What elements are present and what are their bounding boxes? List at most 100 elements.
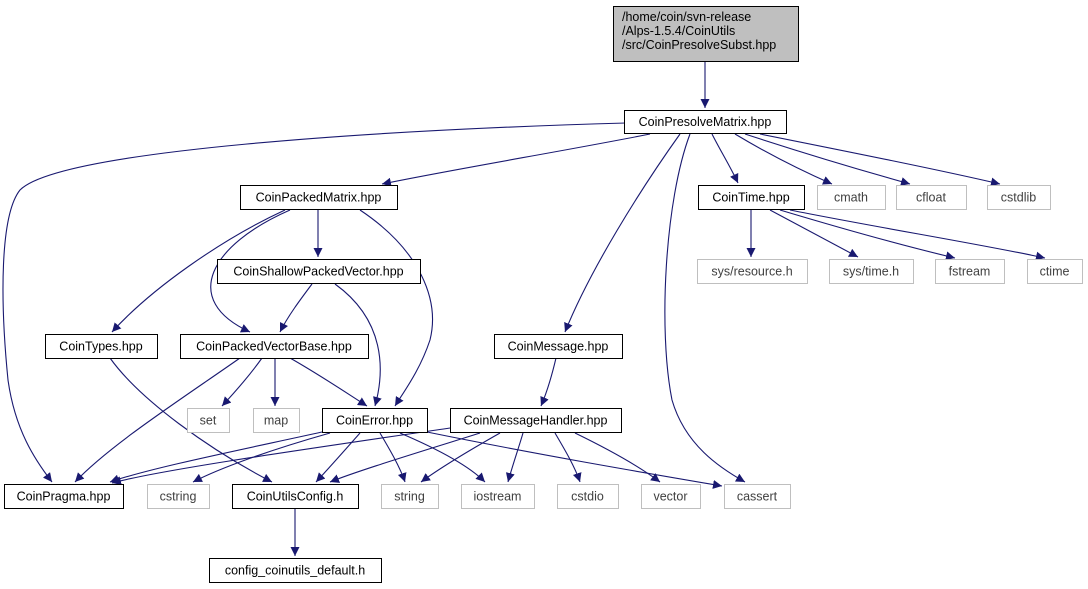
node-label: fstream: [949, 265, 991, 279]
node-label: cstdio: [571, 490, 604, 504]
node-label: config_coinutils_default.h: [225, 564, 365, 578]
node-label: sys/resource.h: [711, 265, 792, 279]
node-coin-types[interactable]: CoinTypes.hpp: [45, 334, 158, 359]
node-label: /src/CoinPresolveSubst.hpp: [622, 38, 776, 52]
node-label: CoinPackedVectorBase.hpp: [196, 340, 352, 354]
node-sys-resource: sys/resource.h: [697, 259, 808, 284]
node-shallow-vector[interactable]: CoinShallowPackedVector.hpp: [217, 259, 421, 284]
node-label: iostream: [474, 490, 522, 504]
node-label: vector: [653, 490, 687, 504]
edge-coin-message-to-message-handler: [540, 357, 557, 407]
node-sys-time: sys/time.h: [829, 259, 914, 284]
node-box: [987, 185, 1051, 210]
edge-coin-error-to-cstring: [192, 432, 331, 483]
node-label: cassert: [737, 490, 778, 504]
edge-coin-error-to-string: [379, 432, 407, 483]
node-label: sys/time.h: [843, 265, 899, 279]
node-box: [45, 334, 158, 359]
node-label: CoinPresolveMatrix.hpp: [639, 115, 772, 129]
edge-presolve-matrix-to-cstdlib: [759, 133, 1001, 187]
node-cstdlib: cstdlib: [987, 185, 1051, 210]
edge-shallow-vector-to-vector-base: [279, 283, 313, 333]
node-label: ctime: [1040, 265, 1070, 279]
node-coin-time[interactable]: CoinTime.hpp: [698, 185, 805, 210]
node-label: string: [394, 490, 425, 504]
edge-presolve-matrix-to-coin-message: [564, 133, 681, 333]
edge-presolve-matrix-to-cmath: [734, 133, 833, 185]
node-label: set: [200, 414, 217, 428]
edge-presolve-matrix-to-cassert: [664, 133, 746, 483]
edge-message-handler-to-cstdio: [554, 432, 582, 483]
node-box: [187, 408, 230, 433]
node-box: [935, 259, 1005, 284]
node-label: map: [264, 414, 288, 428]
node-label: /home/coin/svn-release: [622, 10, 751, 24]
node-root[interactable]: /home/coin/svn-release/Alps-1.5.4/CoinUt…: [613, 6, 799, 62]
edge-vector-base-to-coin-pragma: [74, 357, 241, 483]
node-config-default[interactable]: config_coinutils_default.h: [209, 558, 382, 583]
node-box: [147, 484, 210, 509]
node-box: [829, 259, 914, 284]
edge-coin-error-to-utils-config: [315, 432, 361, 483]
node-label: CoinShallowPackedVector.hpp: [233, 265, 403, 279]
node-coin-error[interactable]: CoinError.hpp: [322, 408, 428, 433]
node-box: [217, 259, 421, 284]
edge-presolve-matrix-to-cfloat: [744, 133, 911, 186]
edge-vector-base-to-set: [221, 357, 263, 407]
node-label: CoinPackedMatrix.hpp: [256, 191, 382, 205]
node-vector-base[interactable]: CoinPackedVectorBase.hpp: [180, 334, 369, 359]
node-label: CoinError.hpp: [336, 414, 413, 428]
node-box: [322, 408, 428, 433]
node-cmath: cmath: [817, 185, 886, 210]
node-box: [557, 484, 619, 509]
node-box: [1027, 259, 1083, 284]
node-label: CoinPragma.hpp: [17, 490, 111, 504]
node-fstream: fstream: [935, 259, 1005, 284]
node-box: [624, 110, 787, 134]
node-box: [697, 259, 808, 284]
node-string: string: [381, 484, 439, 509]
edge-coin-time-to-ctime: [789, 209, 1046, 261]
edge-presolve-matrix-to-coin-time: [711, 133, 739, 184]
node-box: [4, 484, 124, 509]
edge-coin-types-to-utils-config: [109, 357, 273, 483]
edge-vector-base-to-coin-error: [289, 357, 368, 407]
edge-packed-matrix-to-vector-base: [210, 209, 291, 333]
node-message-handler[interactable]: CoinMessageHandler.hpp: [450, 408, 622, 433]
node-presolve-matrix[interactable]: CoinPresolveMatrix.hpp: [624, 110, 787, 134]
node-packed-matrix[interactable]: CoinPackedMatrix.hpp: [240, 185, 398, 210]
node-label: CoinMessageHandler.hpp: [464, 414, 608, 428]
edge-packed-matrix-to-coin-error: [359, 209, 433, 407]
node-coin-message[interactable]: CoinMessage.hpp: [494, 334, 623, 359]
node-label: cmath: [834, 191, 868, 205]
node-coin-pragma[interactable]: CoinPragma.hpp: [4, 484, 124, 509]
node-label: cstdlib: [1001, 191, 1036, 205]
edge-coin-error-to-cassert: [426, 431, 723, 489]
node-box: [641, 484, 701, 509]
edge-message-handler-to-vector: [574, 432, 661, 483]
node-label: CoinMessage.hpp: [508, 340, 609, 354]
edge-message-handler-to-utils-config: [329, 432, 481, 483]
node-label: CoinTypes.hpp: [59, 340, 142, 354]
edge-presolve-matrix-to-packed-matrix: [381, 133, 651, 187]
edge-packed-matrix-to-coin-types: [111, 209, 286, 333]
node-box: [817, 185, 886, 210]
node-box: [253, 408, 300, 433]
node-box: [461, 484, 535, 509]
edge-coin-error-to-iostream: [399, 432, 486, 483]
node-utils-config[interactable]: CoinUtilsConfig.h: [232, 484, 359, 509]
node-box: [240, 185, 398, 210]
node-box: [613, 6, 799, 62]
node-cstring: cstring: [147, 484, 210, 509]
node-cfloat: cfloat: [896, 185, 967, 210]
node-cstdio: cstdio: [557, 484, 619, 509]
nodes-layer: /home/coin/svn-release/Alps-1.5.4/CoinUt…: [4, 6, 1083, 583]
node-box: [381, 484, 439, 509]
node-box: [896, 185, 967, 210]
node-label: cstring: [160, 490, 197, 504]
edge-coin-time-to-sys-time: [769, 209, 859, 258]
edge-message-handler-to-string: [420, 432, 501, 483]
node-label: cfloat: [916, 191, 946, 205]
edge-coin-error-to-coin-pragma: [109, 431, 323, 484]
